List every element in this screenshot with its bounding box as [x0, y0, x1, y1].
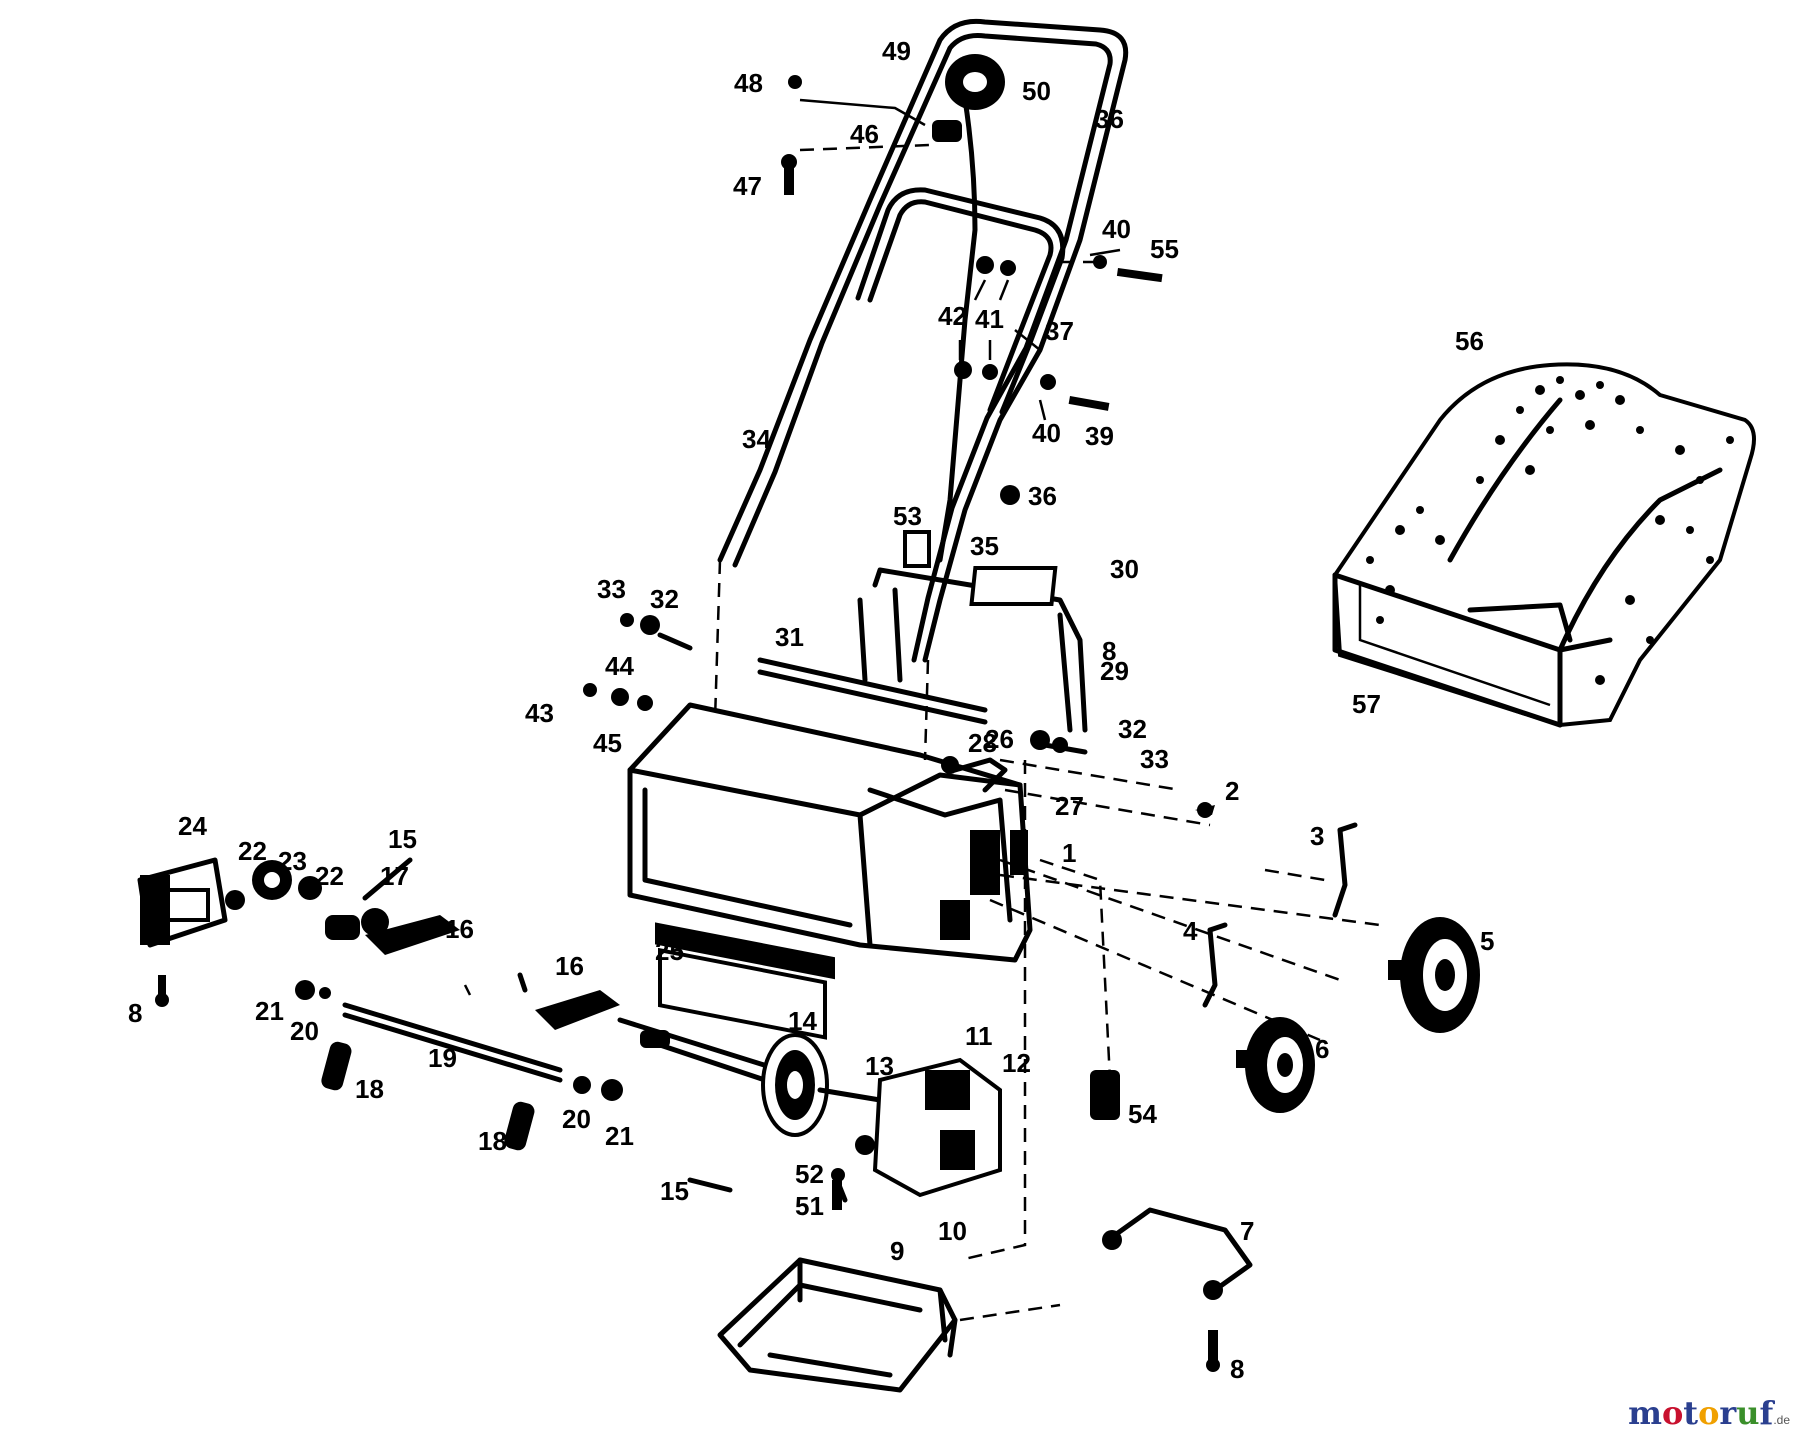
label-48: 48	[734, 68, 763, 98]
label-57: 57	[1352, 689, 1381, 719]
label-30: 30	[1110, 554, 1139, 584]
base-frame	[717, 1257, 958, 1393]
upper-handle	[717, 18, 1129, 663]
logo-letter: u	[1736, 1394, 1760, 1432]
label-40-lower: 40	[1032, 418, 1061, 448]
logo-letter: o	[1698, 1394, 1720, 1432]
label-27: 27	[1055, 791, 1084, 821]
label-17: 17	[380, 861, 409, 891]
screws-left	[583, 613, 1088, 755]
handle-bracket	[757, 530, 1088, 733]
logo-letter: r	[1719, 1394, 1737, 1432]
logo-domain: .de	[1773, 1413, 1790, 1427]
label-40-upper: 40	[1102, 214, 1131, 244]
label-8-right: 8	[1230, 1354, 1244, 1384]
label-5: 5	[1480, 926, 1494, 956]
label-26: 26	[985, 724, 1014, 754]
label-10: 10	[938, 1216, 967, 1246]
wheel-5	[1388, 917, 1480, 1033]
label-51: 51	[795, 1191, 824, 1221]
motoruf-logo: motoruf.de	[1628, 1394, 1790, 1432]
label-55: 55	[1150, 234, 1179, 264]
label-45: 45	[593, 728, 622, 758]
label-36-upper: 36	[1095, 104, 1124, 134]
label-28: 28	[968, 728, 997, 758]
label-33-right: 33	[1140, 744, 1169, 774]
label-39: 39	[1085, 421, 1114, 451]
label-36-lower: 36	[1028, 481, 1057, 511]
label-16-middle: 16	[555, 951, 584, 981]
label-29: 29	[1100, 656, 1129, 686]
small-parts-right	[1090, 802, 1358, 1372]
label-4: 4	[1183, 916, 1198, 946]
label-53: 53	[893, 501, 922, 531]
label-47: 47	[733, 171, 762, 201]
label-18-left: 18	[355, 1074, 384, 1104]
label-33-left: 33	[597, 574, 626, 604]
label-50: 50	[1022, 76, 1051, 106]
handle-knobs	[781, 75, 1163, 505]
middle-handle	[855, 187, 1066, 415]
label-21-right: 21	[605, 1121, 634, 1151]
label-19: 19	[428, 1043, 457, 1073]
label-14: 14	[788, 1006, 817, 1036]
logo-letter: f	[1759, 1394, 1774, 1432]
dashed-alignment-lines	[713, 559, 1381, 1322]
label-34: 34	[742, 424, 771, 454]
switch-box	[932, 54, 1005, 142]
main-housing	[627, 702, 1033, 1040]
label-20-right: 20	[562, 1104, 591, 1134]
side-plate	[137, 857, 322, 1007]
logo-letter: m	[1628, 1394, 1662, 1432]
label-15-upper: 15	[388, 824, 417, 854]
label-1: 1	[1062, 838, 1076, 868]
logo-letter: o	[1661, 1394, 1684, 1432]
label-6: 6	[1315, 1034, 1329, 1064]
label-11: 11	[965, 1021, 993, 1051]
label-23: 23	[278, 846, 307, 876]
label-3: 3	[1310, 821, 1324, 851]
label-46: 46	[850, 119, 879, 149]
label-8-middle: 8	[1102, 636, 1116, 666]
grass-bag	[1332, 362, 1756, 728]
leader-lines-handle	[799, 98, 1121, 421]
label-54: 54	[1128, 1099, 1157, 1129]
label-32-left: 32	[650, 584, 679, 614]
label-32-right: 32	[1118, 714, 1147, 744]
label-35: 35	[970, 531, 999, 561]
label-15-lower: 15	[660, 1176, 689, 1206]
left-shaft-parts	[295, 857, 623, 1151]
label-7: 7	[1240, 1216, 1254, 1246]
logo-letter: t	[1683, 1394, 1699, 1432]
label-25: 25	[655, 936, 684, 966]
label-20-left: 20	[290, 1016, 319, 1046]
label-13: 13	[865, 1051, 894, 1081]
label-41: 41	[975, 304, 1004, 334]
label-24: 24	[178, 811, 207, 841]
label-9: 9	[890, 1236, 904, 1266]
label-43: 43	[525, 698, 554, 728]
bag-mesh-texture	[1366, 376, 1734, 685]
tine-shaft	[517, 972, 783, 1088]
label-21-left: 21	[255, 996, 284, 1026]
label-16-left: 16	[445, 914, 474, 944]
label-31: 31	[775, 622, 804, 652]
label-42: 42	[938, 301, 967, 331]
label-22-left: 22	[238, 836, 267, 866]
wheel-6	[1236, 1017, 1315, 1113]
label-22-right: 22	[315, 861, 344, 891]
label-52: 52	[795, 1159, 824, 1189]
part-labels: 1 2 3 4 5 6 7 8 8 8 9 10 11 12 13 14 15 …	[128, 36, 1494, 1384]
motor-assembly	[687, 1033, 1002, 1210]
label-44: 44	[605, 651, 634, 681]
label-8-left: 8	[128, 998, 142, 1028]
label-18-right: 18	[478, 1126, 507, 1156]
label-37: 37	[1045, 316, 1074, 346]
label-2: 2	[1225, 776, 1239, 806]
label-49: 49	[882, 36, 911, 66]
label-56: 56	[1455, 326, 1484, 356]
label-12: 12	[1002, 1048, 1031, 1078]
